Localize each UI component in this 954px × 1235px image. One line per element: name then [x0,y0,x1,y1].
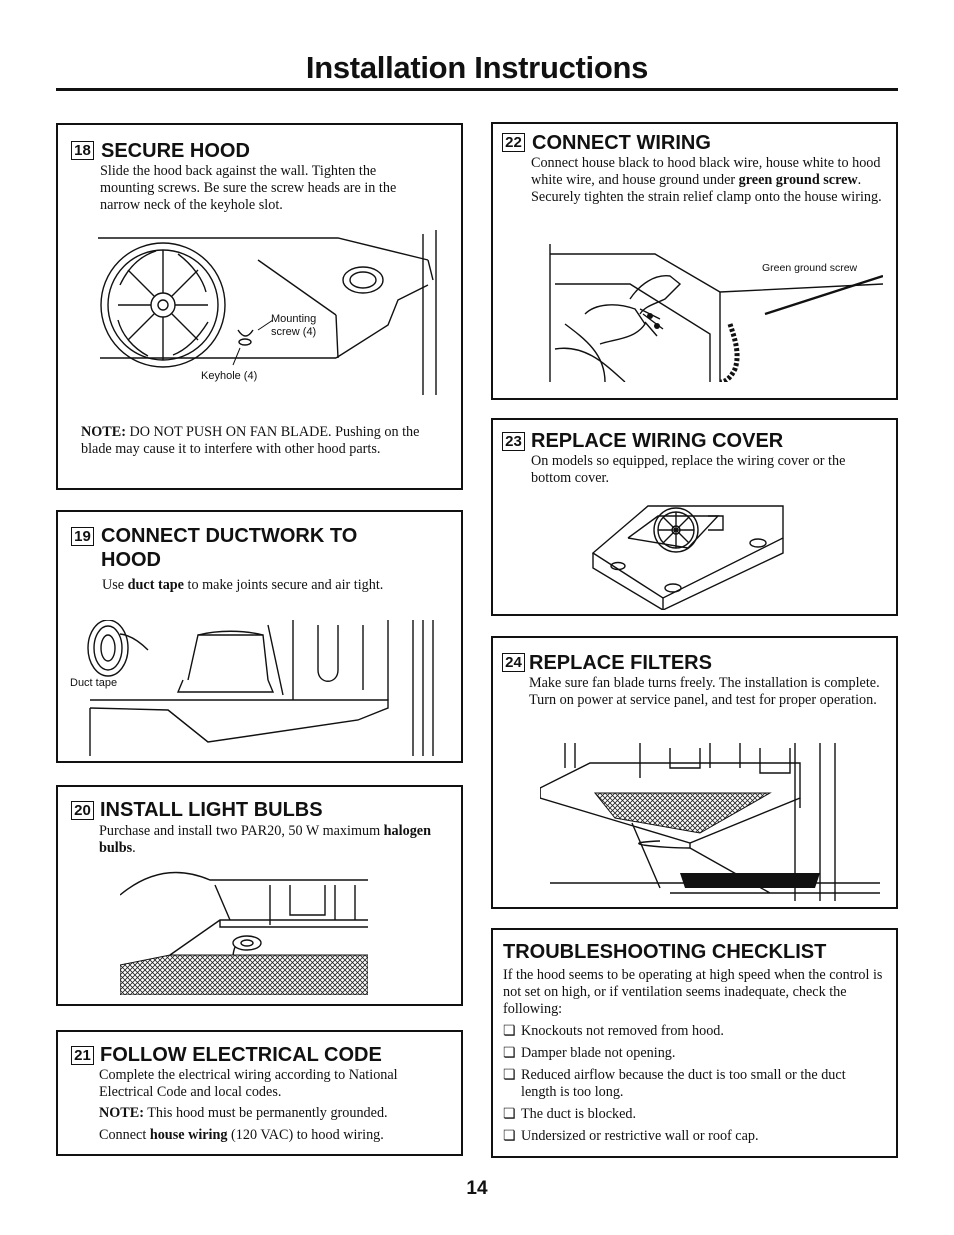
checklist-item-text: Damper blade not opening. [521,1045,676,1061]
note-text: This hood must be permanently grounded. [143,1105,388,1121]
troubleshooting-intro: If the hood seems to be operating at hig… [503,967,883,1017]
filters-illustration [540,743,885,901]
troubleshooting-box: TROUBLESHOOTING CHECKLIST If the hood se… [491,928,898,1158]
text-post: (120 VAC) to hood wiring. [227,1127,384,1143]
step-title-23: REPLACE WIRING COVER [531,430,784,452]
step-note-21: NOTE: This hood must be permanently grou… [99,1105,459,1122]
checklist-item-text: The duct is blocked. [521,1106,637,1122]
step-note-18: NOTE: DO NOT PUSH ON FAN BLADE. Pushing … [81,424,433,458]
text-bold: duct tape [127,577,184,593]
wiring-illustration [545,244,883,382]
text-post: . Securely tighten the strain relief cla… [531,172,882,205]
step-19-box: 19 CONNECT DUCTWORK TO HOOD Use duct tap… [56,510,463,763]
step-23-box: 23 REPLACE WIRING COVER On models so equ… [491,418,898,616]
checkbox-icon: ❏ [503,1128,516,1144]
text-pre: Connect [99,1127,150,1143]
step-20-box: 20 INSTALL LIGHT BULBS Purchase and inst… [56,785,463,1006]
step-number-18: 18 [71,141,94,160]
step-number-19: 19 [71,527,94,546]
step-text-20: Purchase and install two PAR20, 50 W max… [99,823,449,857]
text-pre: Use [102,577,128,593]
step-title-18: SECURE HOOD [101,140,250,162]
note-label: NOTE: [99,1105,144,1121]
checklist-item-text: Undersized or restrictive wall or roof c… [521,1128,759,1144]
secure-hood-illustration [98,230,438,395]
checkbox-icon: ❏ [503,1106,516,1122]
page-number: 14 [466,1178,488,1199]
page-title: Installation Instructions [305,50,649,85]
text-post: to make joints secure and air tight. [183,577,384,593]
note-label: NOTE: [81,424,126,440]
step-text-18: Slide the hood back against the wall. Ti… [100,163,397,213]
text-bold: house wiring [149,1127,228,1143]
checklist-item: ❏ Undersized or restrictive wall or roof … [503,1128,863,1145]
step-number-21: 21 [71,1046,94,1065]
caption-mounting-screw: Mounting screw (4) [271,313,317,338]
step-number-22: 22 [502,133,525,152]
step-title-24: REPLACE FILTERS [529,652,712,674]
step-number-23: 23 [502,432,525,451]
checklist-item-text: Reduced airflow because the duct is too … [521,1067,846,1100]
checklist-item-text: Knockouts not removed from hood. [521,1023,724,1039]
light-bulb-illustration [120,865,368,995]
caption-keyhole: Keyhole (4) [201,370,258,382]
checklist-item: ❏ Damper blade not opening. [503,1045,863,1062]
troubleshooting-title: TROUBLESHOOTING CHECKLIST [503,941,827,963]
ductwork-illustration [68,620,438,756]
step-21-box: 21 FOLLOW ELECTRICAL CODE Complete the e… [56,1030,463,1156]
step-number-24: 24 [502,653,525,672]
troubleshooting-checklist: ❏ Knockouts not removed from hood. ❏ Dampe… [503,1023,863,1150]
step-title-21: FOLLOW ELECTRICAL CODE [100,1044,382,1066]
caption-green-ground-screw: Green ground screw [762,262,858,274]
step-22-box: 22 CONNECT WIRING Connect house black to… [491,122,898,400]
text-bold: halogen bulbs [99,823,431,856]
checklist-item: ❏ The duct is blocked. [503,1106,863,1123]
step-text-24: Make sure fan blade turns freely. The in… [529,675,880,708]
step-number-20: 20 [71,801,94,820]
note-text: DO NOT PUSH ON FAN BLADE. Pushing on the… [81,424,420,457]
step-title-22: CONNECT WIRING [532,132,711,154]
step-18-box: 18 SECURE HOOD Slide the hood back again… [56,123,463,490]
step-connect-21: Connect house wiring (120 VAC) to hood w… [99,1127,459,1144]
checkbox-icon: ❏ [503,1045,516,1061]
checkbox-icon: ❏ [503,1067,516,1083]
text-pre: Connect house black to hood black wire, … [531,155,881,188]
step-title-20: INSTALL LIGHT BULBS [100,799,323,821]
text-post: . [132,840,136,856]
text-pre: Purchase and install two PAR20, 50 W max… [99,823,384,839]
checklist-item: ❏ Reduced airflow because the duct is too… [503,1067,863,1101]
step-text-23: On models so equipped, replace the wirin… [531,453,846,486]
title-rule [56,88,898,91]
checkbox-icon: ❏ [503,1023,516,1039]
caption-duct-tape: Duct tape [70,677,118,689]
step-text-22: Connect house black to hood black wire, … [531,155,891,206]
step-text-19: Use duct tape to make joints secure and … [102,577,452,594]
step-24-box: 24 REPLACE FILTERS Make sure fan blade t… [491,636,898,909]
step-text-21: Complete the electrical wiring according… [99,1067,398,1100]
text-bold: green ground screw [738,172,858,188]
step-title-19: CONNECT DUCTWORK TO HOOD [101,525,358,571]
checklist-item: ❏ Knockouts not removed from hood. [503,1023,863,1040]
wiring-cover-illustration [588,498,788,610]
